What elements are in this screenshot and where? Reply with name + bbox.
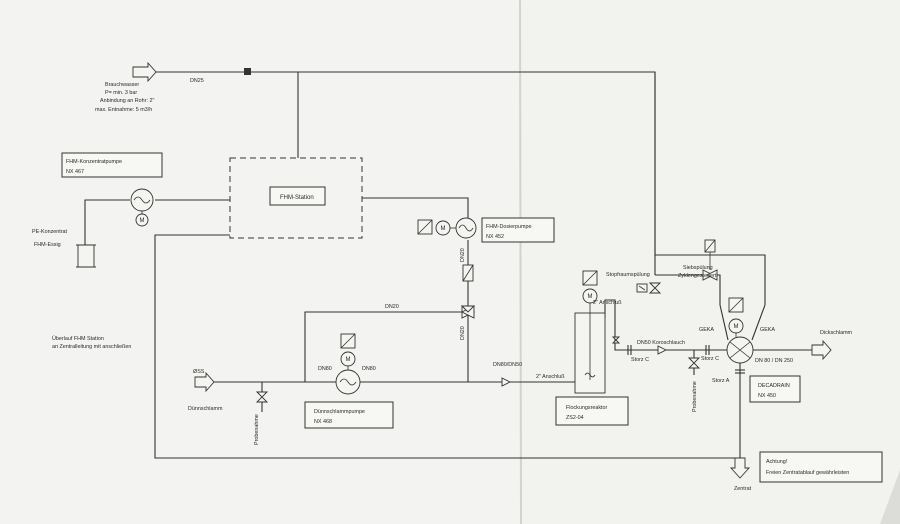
svg-text:M: M bbox=[346, 357, 351, 363]
fhm-essig-label: FHM-Essig bbox=[34, 242, 61, 248]
reactor-title: Flockungsreaktor bbox=[566, 405, 608, 411]
motor-icon bbox=[340, 351, 356, 367]
sludge-pump-label-box bbox=[304, 401, 394, 429]
storz-c-2-label: Storz C bbox=[701, 356, 719, 362]
stopfraum-valve-icon bbox=[636, 282, 662, 294]
concentrate-pump-label-box bbox=[61, 152, 163, 178]
sampling-left-label: Probenahme bbox=[254, 414, 260, 445]
motor-icon bbox=[582, 288, 598, 304]
warning-label-box bbox=[759, 451, 883, 483]
svg-text:M: M bbox=[588, 294, 593, 300]
fhm-concentrate-pump-title: FHM-Konzentratpumpe bbox=[66, 159, 122, 165]
centrate-label: Zentrat bbox=[734, 486, 752, 492]
svg-text:M: M bbox=[734, 324, 739, 330]
brauchwasser-line-4: max. Entnahme: 5 m3/h bbox=[95, 107, 152, 113]
decanter: M bbox=[719, 297, 766, 364]
motor-icon bbox=[135, 213, 149, 227]
sampling-valve-left-icon bbox=[255, 382, 269, 412]
stopfraum-flush-line bbox=[655, 274, 721, 305]
sludge-pump-title: Dünnschlammpumpe bbox=[314, 409, 365, 415]
overflow-note-line-1: Überlauf FHM Station bbox=[52, 335, 104, 342]
supply-valve-marker bbox=[244, 68, 251, 75]
dosing-pump: M bbox=[417, 217, 477, 239]
pe-concentrate-label: PE-Konzentrat bbox=[32, 229, 68, 235]
fhm-station-title: FHM-Station bbox=[280, 195, 314, 201]
thick-sludge-outlet-arrow-icon bbox=[811, 339, 832, 361]
sampling-right-label: Probenahme bbox=[692, 381, 698, 412]
decanter-label-box bbox=[749, 375, 801, 403]
anschluss-bottom-label: 2" Anschluß bbox=[536, 374, 565, 380]
dn25-label: DN25 bbox=[190, 78, 204, 84]
check-valve-icon bbox=[501, 377, 512, 387]
brauchwasser-line-3: Anbindung an Rohr: 2" bbox=[100, 98, 154, 104]
fhm-concentrate-pump-code: NX 467 bbox=[66, 169, 84, 175]
thick-sludge-label: Dickschlamm bbox=[820, 330, 853, 336]
dosing-pump-label-box bbox=[481, 217, 555, 243]
reactor-to-decanter-line bbox=[604, 299, 728, 351]
sieve-flush-valve-icon bbox=[702, 239, 718, 281]
storz-c-1-label: Storz C bbox=[631, 357, 649, 363]
brauchwasser-line-2: P= min. 3 bar bbox=[105, 90, 137, 96]
oss-label: ØSS bbox=[193, 369, 205, 375]
brauchwasser-line-1: Brauchwasser bbox=[105, 82, 139, 88]
anschluss-top-label: 2" Anschluß bbox=[593, 300, 622, 306]
dn20-horizontal-label: DN20 bbox=[385, 304, 399, 310]
motor-icon bbox=[435, 220, 451, 236]
storz-couplings-icon bbox=[627, 345, 745, 374]
dn80-left-label: DN80 bbox=[318, 366, 332, 372]
labels: Brauchwasser P= min. 3 bar Anbindung an … bbox=[32, 78, 853, 492]
warning-title: Achtung! bbox=[766, 459, 788, 465]
station-label-box bbox=[269, 186, 326, 206]
sampling-valve-right-icon bbox=[687, 350, 701, 375]
motor-letter: M bbox=[140, 218, 145, 224]
thin-sludge-pump: M bbox=[335, 333, 361, 395]
geka-left-label: GEKA bbox=[699, 327, 714, 333]
dosing-pump-code: NX 452 bbox=[486, 234, 504, 240]
dosing-flowmeter-icon bbox=[462, 264, 474, 282]
stopfraum-label: Stopfraumspülung bbox=[606, 272, 650, 278]
sludge-inlet-arrow-icon bbox=[194, 371, 215, 393]
paper-fold bbox=[519, 0, 522, 524]
sludge-pump-code: NX 468 bbox=[314, 419, 332, 425]
dn80-dn250-label: DN 80 / DN 250 bbox=[755, 358, 793, 364]
dosing-three-way-valve-icon bbox=[460, 305, 476, 319]
dn80-dn50-label: DN80/DN50 bbox=[493, 362, 522, 368]
concentrate-suction-line bbox=[84, 199, 130, 245]
geka-right-label: GEKA bbox=[760, 327, 775, 333]
flocculation-reactor: M bbox=[574, 270, 606, 394]
warning-text: Freien Zentratablauf gewährleisten bbox=[766, 470, 849, 476]
overflow-line bbox=[154, 234, 740, 459]
reactor-code: ZS2-04 bbox=[566, 415, 584, 421]
dn80-right-label: DN80 bbox=[362, 366, 376, 372]
concentrate-container-icon bbox=[76, 244, 96, 268]
reactor-outlet-valve-icon bbox=[611, 336, 668, 355]
dn50-hose-label: DN50 Koroschlauch bbox=[637, 340, 685, 346]
storz-a-label: Storz A bbox=[712, 378, 730, 384]
concentrate-pump: M bbox=[130, 188, 154, 227]
supply-inlet-arrow-icon bbox=[132, 61, 157, 83]
dn20-vertical-label-1: DN20 bbox=[460, 248, 466, 262]
centrate-outlet-arrow-icon bbox=[729, 457, 751, 479]
dn20-loop-line bbox=[304, 311, 462, 382]
motor-icon bbox=[728, 318, 744, 334]
dn20-vertical-label-2: DN20 bbox=[460, 326, 466, 340]
decadrain-code: NX 450 bbox=[758, 393, 776, 399]
dosing-pump-title: FHM-Dosierpumpe bbox=[486, 224, 532, 230]
decadrain-title: DECADRAIN bbox=[758, 383, 790, 389]
sieve-flush-label-2: Zyklengesteuert bbox=[678, 273, 717, 279]
overflow-note-line-2: an Zentralleitung mit anschließen bbox=[52, 344, 131, 350]
sieve-flush-label-1: Siebspülung bbox=[683, 265, 713, 271]
svg-text:M: M bbox=[441, 226, 446, 232]
reactor-label-box bbox=[555, 396, 629, 426]
thin-sludge-label: Dünnschlamm bbox=[188, 406, 223, 412]
